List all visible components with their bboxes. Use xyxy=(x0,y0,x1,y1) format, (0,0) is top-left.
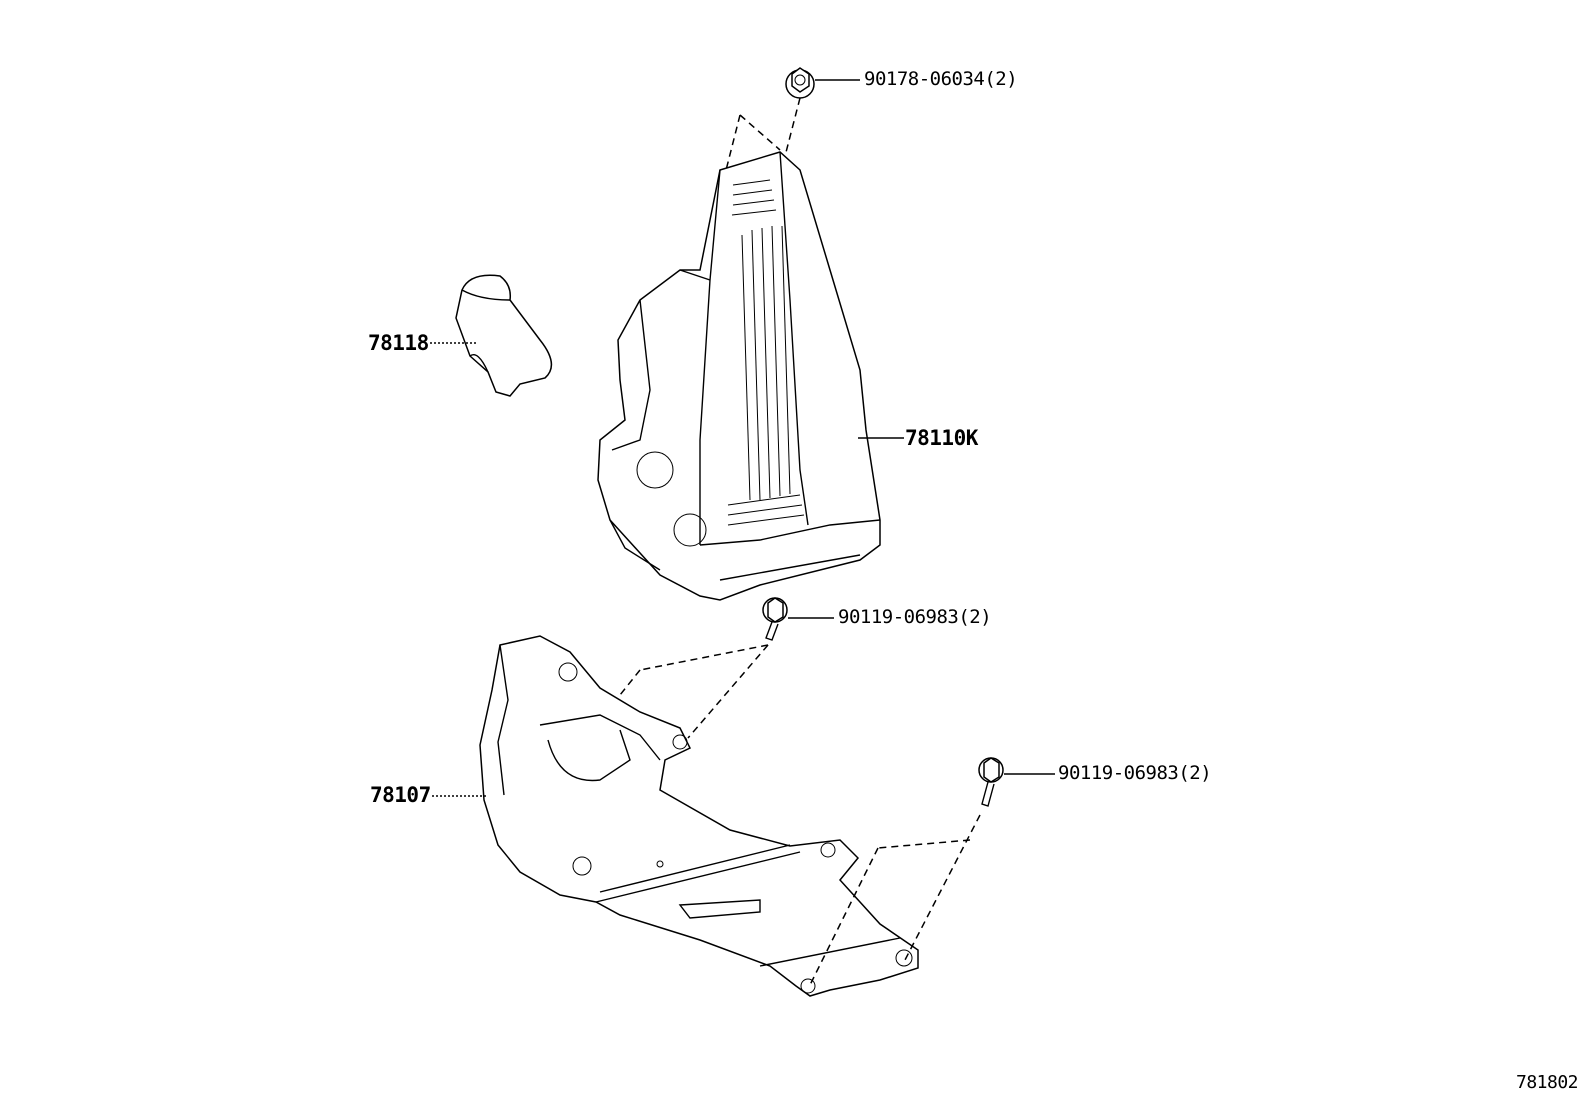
callout-pedal: 78110K xyxy=(905,426,978,450)
dashed-line-nut-branch xyxy=(739,114,781,151)
diagram-id: 781802 xyxy=(1516,1072,1579,1093)
bolt-part-right xyxy=(978,757,1004,807)
dashed-line-bolt-right-branch xyxy=(877,839,971,849)
dashed-line-bolt-right xyxy=(904,814,981,961)
nut-part-top xyxy=(785,67,815,99)
callout-nut-top: 90178-06034(2) xyxy=(864,68,1018,90)
callout-bolt-right: 90119-06983(2) xyxy=(1058,762,1212,784)
stopper-part xyxy=(455,274,553,397)
dashed-line-bolt-middle-branch xyxy=(639,644,769,671)
callout-bolt-middle: 90119-06983(2) xyxy=(838,606,992,628)
callout-stopper: 78118 xyxy=(368,331,429,355)
dashed-line-bolt-middle xyxy=(687,644,769,739)
bracket-part xyxy=(479,635,919,997)
bolt-part-middle xyxy=(762,597,788,641)
pedal-part xyxy=(597,151,881,601)
callout-bracket: 78107 xyxy=(370,783,431,807)
dashed-line-bolt-right-axis xyxy=(809,847,879,986)
